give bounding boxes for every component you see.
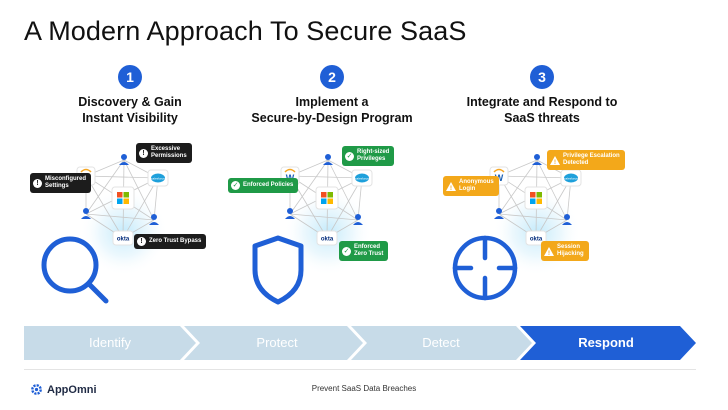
network-1 <box>76 153 169 277</box>
step-1-number: 1 <box>118 65 142 89</box>
crosshair-icon <box>452 235 518 301</box>
badge-anonymous-login: ! Anonymous Login <box>443 176 499 196</box>
shield-icon <box>252 235 304 305</box>
phase-identify-shape <box>24 326 196 360</box>
badge-misconfigured-settings: ! Misconfigured Settings <box>30 173 92 193</box>
badge-enforced-policies: ✓ Enforced Policies <box>228 178 299 193</box>
network-diagrams: W salesforce <box>41 153 582 305</box>
badge-right-sized-privileges: ✓ Right-sized Privileges <box>342 146 395 166</box>
svg-text:!: ! <box>548 251 550 256</box>
phase-protect-shape <box>184 326 363 360</box>
footer-divider <box>24 369 696 370</box>
phase-respond: Respond <box>578 335 634 350</box>
phase-identify: Identify <box>89 335 131 350</box>
phase-detect: Detect <box>422 335 460 350</box>
phase-chevrons <box>24 326 696 360</box>
warning-icon: ! <box>544 246 554 256</box>
magnifier-icon <box>41 236 109 304</box>
slide-title: A Modern Approach To Secure SaaS <box>24 16 467 46</box>
appomni-gear-icon <box>31 384 42 395</box>
phase-respond-shape <box>520 326 696 360</box>
svg-text:!: ! <box>554 160 556 165</box>
badge-enforced-zero-trust: ✓ Enforced Zero Trust <box>339 241 389 261</box>
phase-detect-shape <box>351 326 532 360</box>
check-icon: ✓ <box>345 151 354 161</box>
appomni-logo: AppOmni <box>30 383 97 396</box>
warning-icon: ! <box>446 181 456 191</box>
badge-zero-trust-bypass: ! Zero Trust Bypass <box>134 234 207 249</box>
check-icon: ✓ <box>342 246 351 256</box>
step-2-title: Implement a Secure-by-Design Program <box>251 95 413 125</box>
badge-excessive-permissions: ! Excessive Permissions <box>136 143 192 163</box>
step-2-number: 2 <box>320 65 344 89</box>
step-1-title: Discovery & Gain Instant Visibility <box>78 95 182 125</box>
footer-caption: Prevent SaaS Data Breaches <box>311 384 417 393</box>
alert-icon: ! <box>137 237 146 246</box>
phase-protect: Protect <box>256 335 298 350</box>
step-3-number: 3 <box>530 65 554 89</box>
step-3-title: Integrate and Respond to SaaS threats <box>466 95 618 125</box>
badge-privilege-escalation: ! Privilege Escalation Detected <box>547 150 625 170</box>
alert-icon: ! <box>139 148 148 158</box>
alert-icon: ! <box>33 178 42 188</box>
check-icon: ✓ <box>231 181 240 190</box>
logo-text: AppOmni <box>47 383 97 396</box>
svg-text:!: ! <box>450 186 452 191</box>
badge-session-hijacking: ! Session Hijacking <box>541 241 589 261</box>
warning-icon: ! <box>550 155 560 165</box>
